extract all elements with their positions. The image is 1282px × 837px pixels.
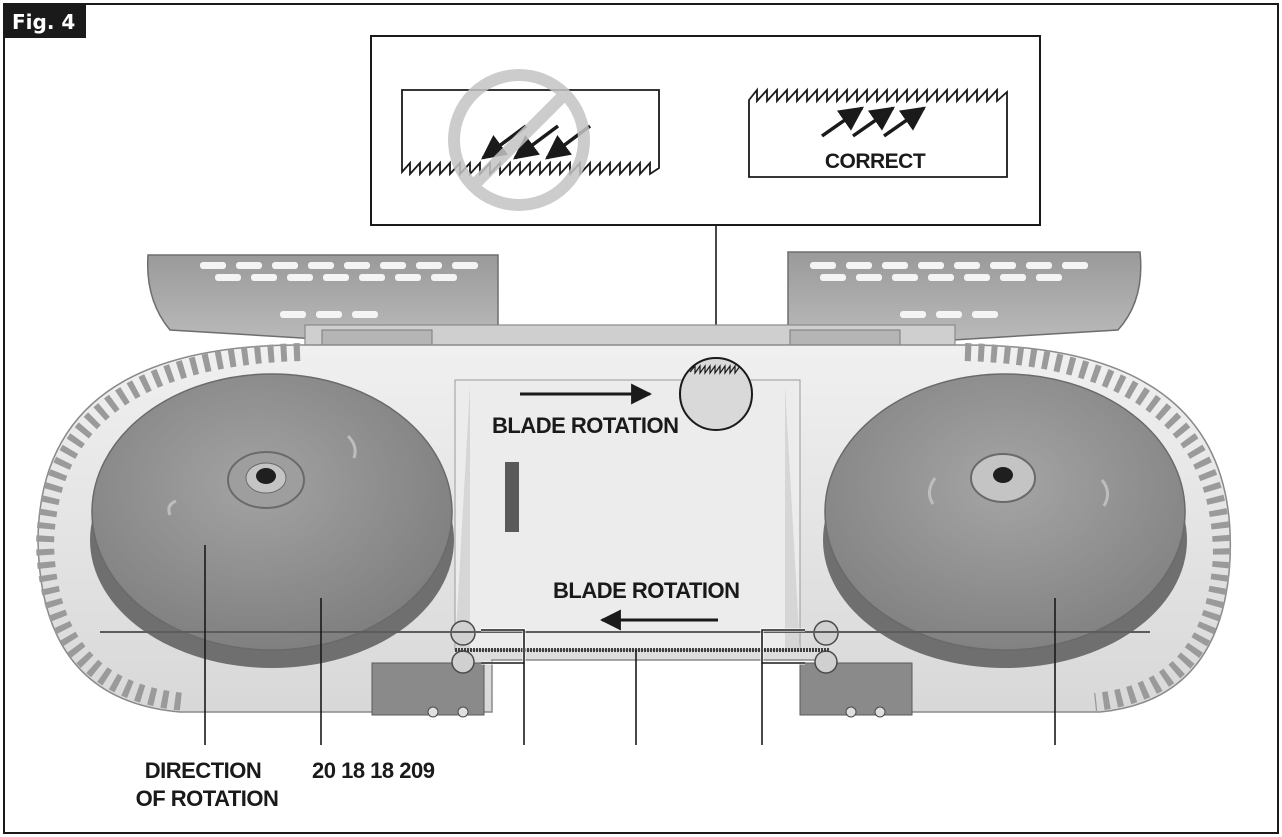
correct-blade: CORRECT: [748, 87, 1008, 178]
part-number-label: 20 18 18 209: [312, 758, 435, 783]
lid-vents: [200, 262, 1088, 318]
correct-label: CORRECT: [825, 150, 926, 173]
right-rim-ribs: [964, 343, 1232, 711]
center-slot: [505, 462, 519, 532]
blade-rotation-label-top: BLADE ROTATION: [492, 413, 679, 438]
callout-leaders: [204, 545, 1056, 745]
prohibited-icon: [448, 69, 590, 211]
left-guide-plate: [455, 385, 470, 650]
left-guide-bracket: [481, 629, 525, 664]
blade-magnifier: [679, 357, 753, 431]
correct-arrow-3: [882, 106, 927, 138]
correct-blade-outline: [748, 87, 1008, 178]
incorrect-arrow-2: [513, 124, 560, 160]
blade-tooth-inset: CORRECT: [370, 35, 1041, 360]
direction-label-line2: OF ROTATION: [136, 786, 279, 811]
figure-badge: Fig. 4: [4, 4, 86, 38]
blade-rotation-label-bottom: BLADE ROTATION: [553, 578, 740, 603]
bandsaw-illustration: BLADE ROTATION BLADE ROTATION: [35, 251, 1232, 718]
correct-arrow-1: [820, 106, 865, 138]
figure-badge-text: Fig. 4: [12, 10, 75, 34]
incorrect-arrow-1: [481, 124, 528, 160]
left-bearing-lower: [451, 650, 475, 674]
incorrect-blade: [401, 69, 660, 211]
right-wheel: [823, 373, 1187, 668]
direction-label-line1: DIRECTION: [145, 758, 262, 783]
right-bearing-lower: [814, 650, 838, 674]
correct-arrow-2: [851, 106, 896, 138]
right-guide-bracket: [761, 629, 805, 664]
right-guide-plate: [785, 385, 800, 650]
left-wheel: [90, 373, 454, 668]
right-lower-block: [799, 662, 913, 716]
